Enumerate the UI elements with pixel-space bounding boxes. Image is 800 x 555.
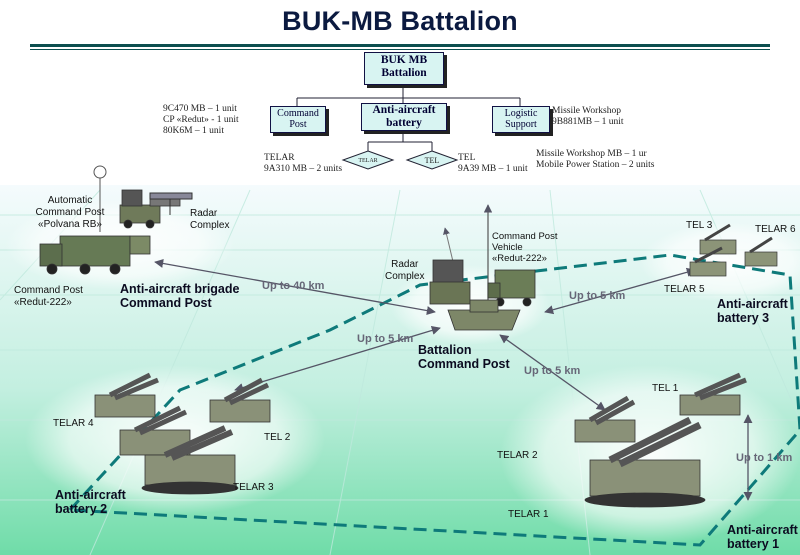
cp-note-3: 80K6M – 1 unit (163, 126, 224, 136)
distance-5km-battery2: Up to 5 km (357, 333, 414, 345)
telar1-label: TELAR 1 (508, 509, 549, 520)
distance-5km-battery3: Up to 5 km (569, 290, 626, 302)
tel1-label: TEL 1 (652, 383, 679, 394)
command-vehicle-center (487, 269, 536, 307)
battery1-line-1: Anti-aircraft (727, 523, 798, 537)
brigade-line-1: Anti-aircraft brigade (120, 282, 240, 296)
cp-redut-line-1: Command Post (14, 285, 83, 296)
cp-vehicle-label: Command Post Vehicle «Redut-222» (492, 231, 557, 264)
org-connectors (296, 82, 521, 152)
distance-40km: Up to 40 km (262, 280, 325, 292)
automatic-cp-line-2: Command Post (35, 207, 105, 218)
battery1-vehicles (574, 372, 747, 508)
bcp-line-1: Battalion (418, 343, 472, 357)
automatic-cp-line-3: «Polvana RB» (38, 219, 102, 230)
antenna-dish-left (93, 165, 107, 179)
battery3-vehicles (689, 223, 778, 277)
title-underline (30, 44, 770, 47)
radar-center-line-1: Radar (391, 259, 419, 270)
root-box: BUK MB Battalion (364, 52, 444, 85)
aa-battery-box: Anti-aircraft battery (361, 103, 447, 131)
page-title: BUK-MB Battalion (282, 6, 518, 36)
telar2-label: TELAR 2 (497, 450, 538, 461)
cp-redut-line-2: «Redut-222» (14, 297, 72, 308)
battery3-line-1: Anti-aircraft (717, 297, 788, 311)
radar-center-line-2: Complex (385, 271, 425, 282)
cp-note-2: CP «Redut» - 1 unit (163, 115, 239, 125)
battery2-line-2: battery 2 (55, 502, 108, 516)
battery1-label: Anti-aircraft battery 1 (727, 523, 798, 551)
telar3-label: TELAR 3 (233, 482, 274, 493)
cp-redut-left-label: Command Post «Redut-222» (14, 285, 83, 309)
telar-note-1: TELAR (264, 153, 295, 163)
battery3-label: Anti-aircraft battery 3 (717, 297, 788, 325)
telar-note-2: 9A310 MB – 2 units (264, 164, 343, 174)
tel2-label: TEL 2 (264, 432, 291, 443)
logistic-label: Logistic Support (504, 108, 538, 130)
tel-note-1: TEL (458, 153, 476, 163)
brigade-line-2: Command Post (120, 296, 212, 310)
distance-arrows (154, 258, 753, 501)
cpv-line-3: «Redut-222» (492, 253, 547, 264)
mwmb-notes: Missile Workshop MB – 1 ur Mobile Power … (536, 149, 655, 171)
mw-notes: Missile Workshop 9B881MB – 1 unit (552, 106, 624, 128)
radar-center (429, 259, 471, 305)
battery2-vehicles (94, 372, 271, 495)
radar-left-line-1: Radar (190, 208, 218, 219)
mwmb-note-2: Mobile Power Station – 2 units (536, 160, 655, 170)
cp-notes: 9C470 MB – 1 unit CP «Redut» - 1 unit 80… (163, 104, 239, 137)
tel3-label: TEL 3 (686, 220, 713, 231)
command-post-box: Command Post (270, 106, 326, 133)
cpv-line-2: Vehicle (492, 242, 523, 253)
bcp-tracked-vehicle (447, 299, 521, 331)
brigade-cp-label: Anti-aircraft brigade Command Post (120, 282, 239, 310)
telar6-label: TELAR 6 (755, 224, 796, 235)
radar-vehicle-left (119, 189, 181, 229)
distance-5km-battery1: Up to 5 km (524, 365, 581, 377)
telar-symbol-label: TELAR (358, 158, 378, 164)
telar4-label: TELAR 4 (53, 418, 94, 429)
telar-notes: TELAR 9A310 MB – 2 units (264, 153, 342, 175)
command-post-truck-left (39, 235, 151, 275)
automatic-cp-line-1: Automatic (47, 195, 93, 206)
title-underline-thin (30, 49, 770, 50)
distance-1km: Up to 1 km (736, 452, 793, 464)
radar-complex-left-label: Radar Complex (190, 208, 229, 232)
tel-notes: TEL 9A39 MB – 1 unit (458, 153, 528, 175)
mw-note-2: 9B881MB – 1 unit (552, 117, 624, 127)
command-post-label: Command Post (277, 108, 319, 130)
battery3-line-2: battery 3 (717, 311, 770, 325)
mw-note-1: Missile Workshop (552, 106, 621, 116)
battalion-cp-label: Battalion Command Post (418, 343, 510, 371)
mwmb-note-1: Missile Workshop MB – 1 ur (536, 149, 647, 159)
telar-symbol (341, 150, 395, 170)
logistic-box: Logistic Support (492, 106, 550, 133)
radar-complex-center-label: Radar Complex (385, 259, 424, 283)
aa-battery-label: Anti-aircraft battery (372, 104, 436, 129)
tel-symbol-label: TEL (424, 156, 440, 165)
tel-symbol (405, 150, 459, 170)
radar-left-line-2: Complex (190, 220, 230, 231)
root-label: BUK MB Battalion (380, 54, 428, 79)
telar5-label: TELAR 5 (664, 284, 705, 295)
cpv-line-1: Command Post (492, 231, 558, 242)
radar-antenna-left (149, 192, 193, 215)
bcp-line-2: Command Post (418, 357, 510, 371)
battery1-line-2: battery 1 (727, 537, 780, 551)
cp-note-1: 9C470 MB – 1 unit (163, 104, 237, 114)
tel-note-2: 9A39 MB – 1 unit (458, 164, 528, 174)
battery2-label: Anti-aircraft battery 2 (55, 488, 126, 516)
battery2-line-1: Anti-aircraft (55, 488, 126, 502)
automatic-cp-label: Automatic Command Post «Polvana RB» (20, 195, 120, 231)
